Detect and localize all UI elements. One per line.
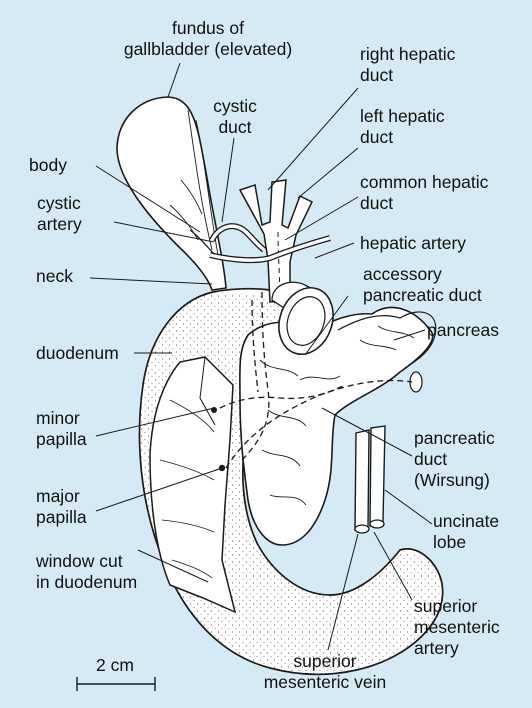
leader-cystic-duct [222,138,234,222]
label-duodenum: duodenum [36,343,119,364]
label-major-papilla: major papilla [36,486,87,528]
pancreas-shape [240,307,436,545]
label-pancreatic-duct: pancreatic duct (Wirsung) [414,428,495,491]
leader-right-hepatic-duct [268,88,358,190]
leader-neck [90,278,212,284]
label-superior-mesenteric-artery: superior mesenteric artery [414,596,500,659]
label-accessory-pancreatic-duct: accessory pancreatic duct [363,264,482,306]
leader-left-hepatic-duct [298,148,358,198]
label-left-hepatic-duct: left hepatic duct [360,106,445,148]
label-cystic-artery: cystic artery [37,193,82,235]
scale-bar [77,677,155,691]
label-scale: 2 cm [96,655,134,676]
label-right-hepatic-duct: right hepatic duct [360,44,455,86]
label-pancreas: pancreas [427,320,499,341]
label-hepatic-artery: hepatic artery [360,233,466,254]
duodenal-window [150,357,235,612]
label-uncinate-lobe: uncinate lobe [433,511,499,553]
label-fundus-of-gallbladder: fundus of gallbladder (elevated) [118,18,298,60]
label-body: body [29,155,67,176]
label-cystic-duct: cystic duct [195,96,275,138]
label-window-cut-in-duodenum: window cut in duodenum [36,551,137,593]
label-common-hepatic-duct: common hepatic duct [360,172,488,214]
label-minor-papilla: minor papilla [36,408,87,450]
leader-hepatic-artery [315,243,354,258]
mesenteric-vessels [355,426,385,533]
leader-uncinate-lobe [385,490,432,524]
leader-fundus [168,63,180,97]
label-superior-mesenteric-vein: superior mesenteric vein [250,651,400,693]
label-neck: neck [36,266,73,287]
